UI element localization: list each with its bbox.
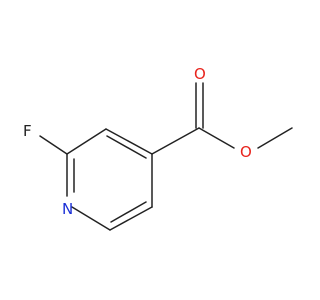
molecule-drawing: F N O O: [23, 65, 293, 231]
ester-oxygen-label: O: [240, 143, 252, 161]
fluorine-label: F: [23, 122, 32, 140]
bond-c3-c4: [105, 128, 153, 155]
bond-c4-carbonyl: [151, 127, 200, 155]
bond-c2-f: [39, 135, 68, 155]
bond-c6-n: [71, 206, 111, 231]
structure-canvas: F N O O: [23, 65, 293, 231]
bond-c5-c6: [109, 206, 153, 231]
bond-c2-c3: [66, 128, 107, 155]
nitrogen-label: N: [62, 200, 73, 218]
bond-c3-c4-inner: [106, 135, 147, 159]
carbonyl-oxygen-label: O: [194, 65, 206, 83]
bond-carbonyl-ester-o: [198, 127, 235, 149]
bond-c5-c6-inner: [110, 201, 147, 223]
bond-ester-o-methyl: [257, 127, 293, 149]
